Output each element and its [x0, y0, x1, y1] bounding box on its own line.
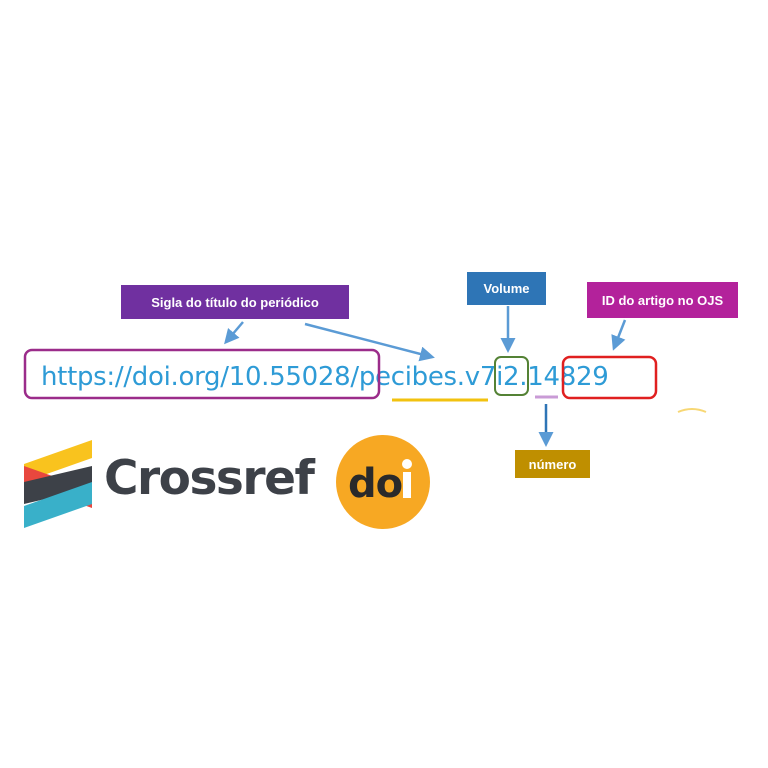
label-volume: Volume	[467, 272, 546, 305]
arrow-article-id	[611, 319, 627, 351]
label-journal-acronym: Sigla do título do periódico	[121, 285, 349, 319]
doi-article-id: 14829	[527, 362, 609, 392]
doi-dot: .	[519, 362, 528, 392]
doi-logo-icon: do	[336, 435, 430, 529]
label-article-id: ID do artigo no OJS	[587, 282, 738, 318]
crossref-logo-icon	[24, 440, 92, 528]
doi-logo-text: do	[348, 461, 402, 507]
doi-dot: .	[456, 362, 465, 392]
crossref-wordmark: Crossref	[104, 451, 315, 506]
doi-issue: i2	[496, 362, 520, 392]
label-issue-number: número	[515, 450, 590, 478]
decorative-swoosh	[677, 408, 707, 413]
doi-prefix: https://doi.org/10.55028	[41, 362, 351, 392]
doi-slash: /	[350, 362, 359, 392]
arrow-sigla-left	[224, 321, 244, 345]
doi-journal: pecibes	[358, 362, 457, 392]
arrow-sigla-right	[304, 322, 435, 362]
doi-url[interactable]: https://doi.org/10.55028/pecibes.v7i2.14…	[41, 357, 609, 397]
doi-volume: v7	[464, 362, 497, 392]
